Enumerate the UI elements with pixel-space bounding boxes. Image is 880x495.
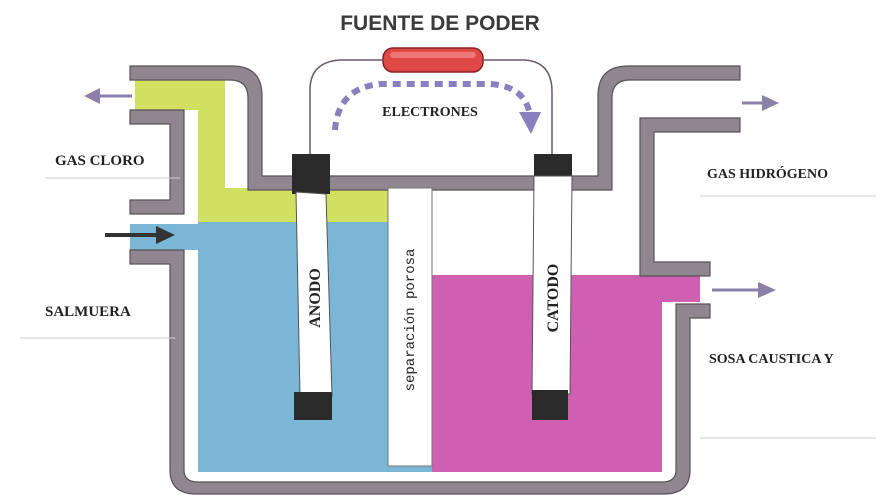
caustic-outlet <box>660 276 700 302</box>
caustic-soda-label: SOSA CAUSTICA Y <box>709 352 834 367</box>
separator-label: separación porosa <box>403 249 419 392</box>
chlorine-out-arrow <box>84 88 132 104</box>
tank-wall <box>129 65 741 495</box>
cathode-wire <box>483 59 553 158</box>
porous-separator: separación porosa <box>387 187 433 467</box>
power-source <box>382 47 484 73</box>
anode-wire <box>309 59 383 158</box>
electrons-label: ELECTRONES <box>382 105 478 120</box>
cathode-electrode: CATODO <box>531 154 573 420</box>
chlorine-gas-outlet <box>135 80 225 188</box>
electron-flow-arrow <box>332 81 541 134</box>
cathode-label: CATODO <box>545 264 562 333</box>
brine-in-arrow <box>105 226 175 244</box>
chlorine-gas-label: GAS CLORO <box>55 153 145 169</box>
caustic-out-arrow <box>712 282 776 298</box>
hydrogen-gas-label: GAS HIDRÓGENO <box>707 165 828 182</box>
diagram-title: FUENTE DE PODER <box>340 12 540 35</box>
hydrogen-out-arrow <box>742 95 779 111</box>
brine-label: SALMUERA <box>45 304 131 320</box>
anode-label: ANODO <box>307 268 324 328</box>
anode-electrode: ANODO <box>292 154 333 420</box>
